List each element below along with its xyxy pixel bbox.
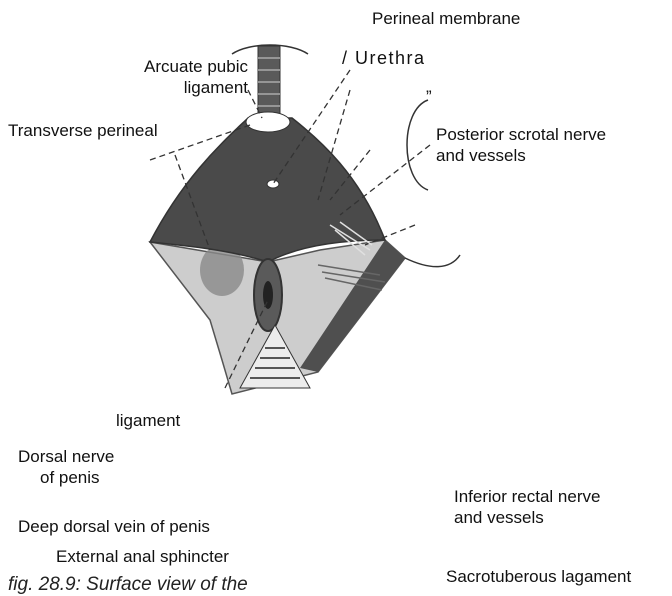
scrotal-outline [407, 100, 428, 190]
label-dorsal-nerve-line1: Dorsal nerve [18, 446, 114, 467]
anal-inner [263, 281, 273, 309]
label-deep-dorsal-vein: Deep dorsal vein of penis [18, 516, 210, 537]
label-arcuate-line1: Arcuate pubic [78, 56, 248, 77]
label-arcuate-pubic-ligament: Arcuate pubic ligament [78, 56, 248, 98]
label-stray-mark: ” [426, 86, 432, 107]
label-perineal-membrane: Perineal membrane [372, 8, 520, 29]
label-inferior-rectal-line1: Inferior rectal nerve [454, 486, 600, 507]
label-transverse-perineal: Transverse perineal [8, 120, 158, 141]
label-posterior-scrotal-line2: and vessels [436, 145, 606, 166]
label-sacrotuberous: Sacrotuberous lagament [446, 566, 631, 587]
label-inferior-rectal: Inferior rectal nerve and vessels [454, 486, 600, 528]
label-arcuate-line2: ligament [78, 77, 248, 98]
label-external-anal-sphincter: External anal sphincter [56, 546, 229, 567]
figure-caption: fig. 28.9: Surface view of the [8, 574, 248, 596]
perineal-membrane-region [150, 118, 385, 262]
label-ligament: ligament [116, 410, 180, 431]
label-inferior-rectal-line2: and vessels [454, 507, 600, 528]
label-urethra: / Urethra [342, 48, 426, 69]
urethral-opening [267, 180, 279, 188]
label-dorsal-nerve: Dorsal nerve of penis [18, 446, 114, 488]
arcuate-white [246, 112, 290, 132]
label-dorsal-nerve-line2: of penis [18, 467, 114, 488]
label-posterior-scrotal: Posterior scrotal nerve and vessels [436, 124, 606, 166]
label-posterior-scrotal-line1: Posterior scrotal nerve [436, 124, 606, 145]
thigh-outline [405, 255, 460, 267]
